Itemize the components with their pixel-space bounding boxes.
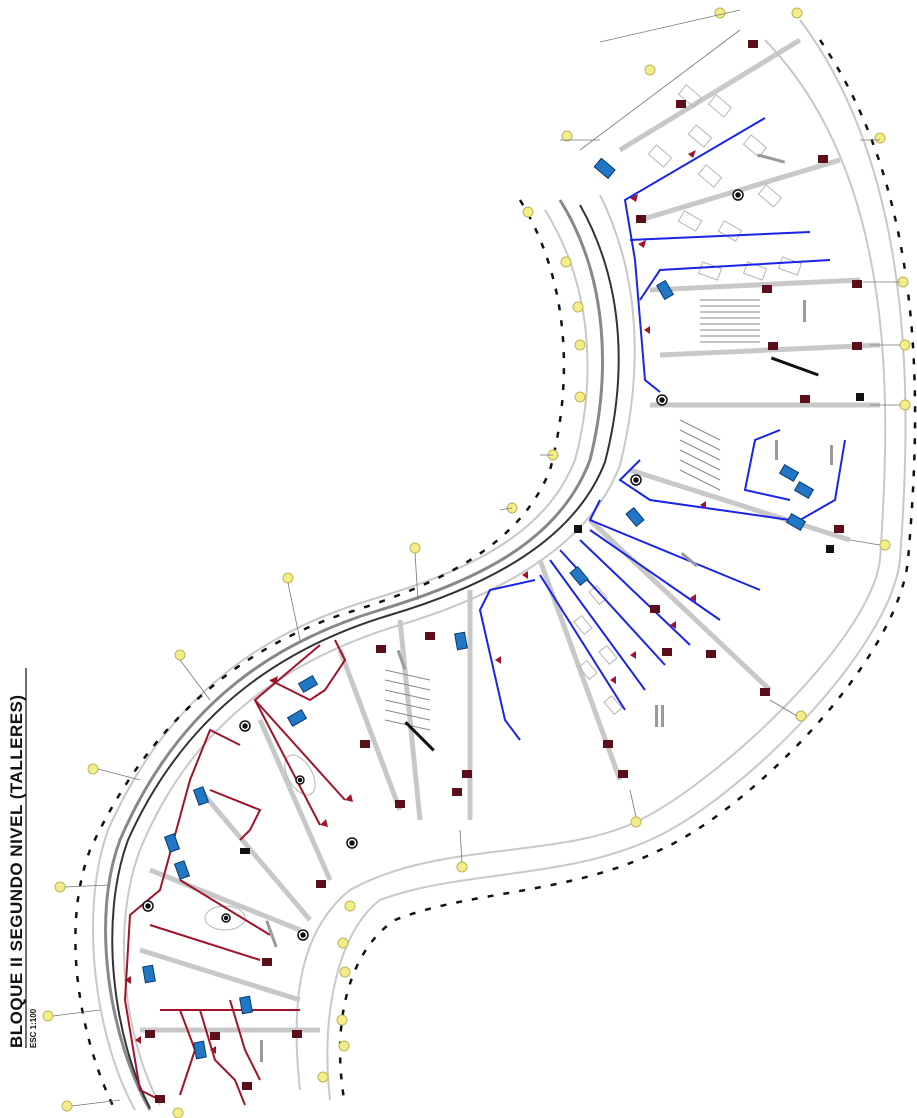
exit-sign-icon [593, 157, 616, 180]
exit-sign-icon [142, 964, 156, 984]
stairs [384, 299, 760, 731]
column-marks [240, 356, 864, 854]
room-label-marks [260, 153, 833, 1062]
exit-sign-icon [785, 512, 807, 532]
evacuation-route-blue [478, 117, 846, 741]
furniture [204, 84, 803, 931]
exit-sign-icon [192, 786, 210, 806]
radial-walls [139, 37, 881, 1033]
exit-sign-icon [239, 995, 253, 1015]
exit-signs [142, 157, 815, 1060]
exit-sign-icon [569, 565, 589, 587]
exit-sign-icon [173, 860, 191, 880]
outer-dashed-edges [74, 39, 917, 1111]
emergency-lights [42, 7, 911, 1118]
dimension-ticks [52, 9, 900, 1107]
exit-sign-icon [793, 480, 815, 500]
exit-sign-icon [454, 631, 468, 651]
exit-sign-icon [625, 506, 645, 528]
exit-sign-icon [297, 674, 319, 694]
door-markers [145, 40, 862, 1103]
exit-sign-icon [655, 279, 675, 301]
exit-sign-icon [163, 833, 181, 853]
fire-extinguishers [142, 189, 744, 941]
route-arrows [125, 150, 706, 1054]
exit-sign-icon [778, 463, 800, 483]
exit-sign-icon [193, 1040, 207, 1060]
exit-sign-icon [286, 708, 308, 728]
corridor-curve [111, 204, 620, 1109]
